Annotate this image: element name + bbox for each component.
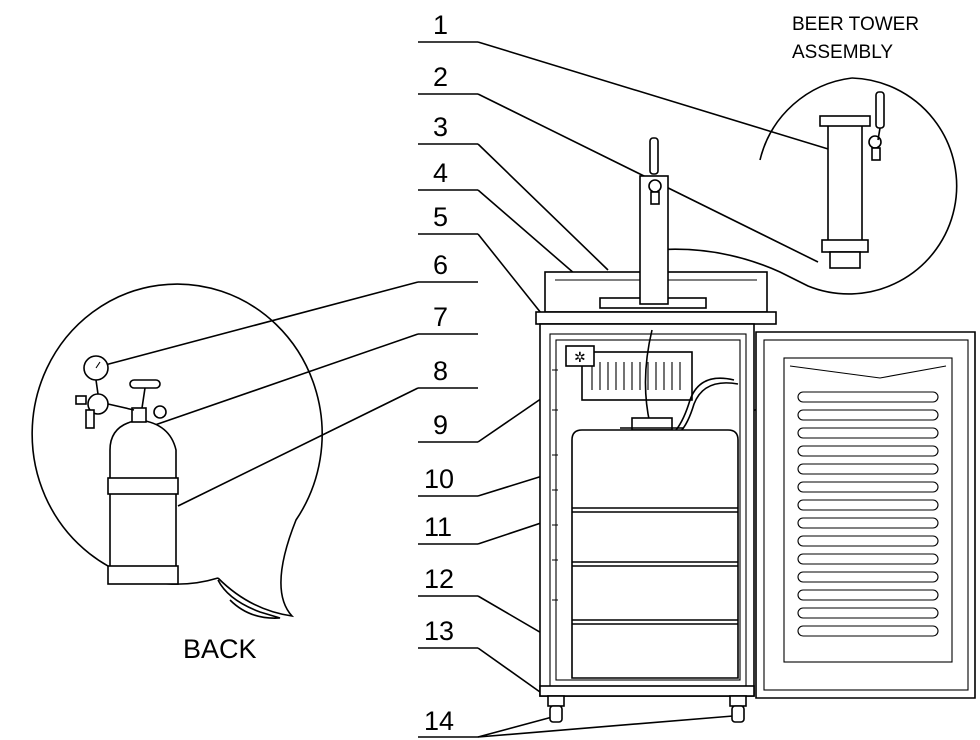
tower-faucet-body: [868, 135, 882, 149]
door-gasket: [763, 339, 969, 691]
keg: [571, 429, 739, 679]
caster-mount-left: [547, 695, 565, 707]
leader-5: [477, 233, 546, 319]
tank-valve: [131, 407, 147, 423]
shelf-pegs: [552, 369, 558, 601]
callout-11: 11: [424, 512, 452, 542]
cabinet-liner: [555, 339, 741, 681]
caster-wheel-right: [731, 705, 745, 723]
gas-line-hose-2: [679, 382, 739, 433]
caption-beer-tower: BEER TOWER: [792, 14, 919, 35]
worktop: [535, 311, 777, 325]
gauge-stem: [95, 379, 99, 395]
leader-14b: [477, 715, 734, 738]
leader-13: [477, 647, 541, 693]
co2-tank-icon: [109, 419, 177, 583]
regulator-outlet: [85, 409, 95, 429]
evaporator-coil: [581, 351, 693, 401]
bubble-tail: [217, 579, 281, 619]
leader-3: [477, 143, 609, 271]
callout-10: 10: [424, 464, 454, 494]
beer-line-hose: [644, 329, 653, 425]
leader-14a: [477, 715, 557, 738]
tank-band-bottom: [107, 565, 179, 585]
callout-4: 4: [433, 158, 448, 188]
caster-mount-right: [729, 695, 747, 707]
callout-5: 5: [433, 202, 448, 232]
callout-7: 7: [433, 302, 448, 332]
door-liner: [783, 357, 953, 663]
main-spout: [650, 191, 660, 205]
thermostat: [565, 345, 595, 367]
door-top-ridge: [789, 365, 947, 379]
callout-13: 13: [424, 616, 454, 646]
caster-wheel-icon: [549, 705, 563, 723]
door-ribs: [797, 391, 939, 637]
regulator-pipe: [107, 403, 135, 411]
tap-handle-icon: [875, 91, 885, 129]
tower-bubble-outline: [654, 77, 958, 295]
callout-6: 6: [433, 250, 448, 280]
leader-1: [477, 41, 839, 153]
kegerator-cabinet: ✲: [535, 137, 777, 723]
callout-1: 1: [433, 10, 448, 40]
co2-bubble-outline: [31, 283, 323, 618]
tower-base: [829, 251, 861, 269]
tank-fitting: [153, 405, 167, 419]
callout-labels: 1 2 3 4 5 6 7 8 9 10 11 12 13 14: [418, 10, 478, 738]
leader-8: [177, 387, 419, 507]
callout-2: 2: [433, 62, 448, 92]
tower-spout: [871, 147, 881, 161]
regulator-relief: [75, 395, 87, 405]
tower-column: [827, 121, 863, 245]
tower-flange: [821, 239, 869, 253]
callout-12: 12: [424, 564, 454, 594]
cabinet-base: [539, 685, 755, 697]
callout-3: 3: [433, 112, 448, 142]
tower-top-cap: [819, 115, 871, 127]
callout-9: 9: [433, 410, 448, 440]
tank-handwheel: [129, 379, 161, 389]
coil-fins: [591, 362, 681, 390]
leader-7: [151, 333, 419, 427]
gas-line-hose: [675, 377, 735, 431]
callout-14: 14: [424, 706, 454, 736]
main-faucet: [648, 179, 662, 193]
caption-assembly: ASSEMBLY: [792, 42, 893, 63]
tap-stem: [877, 127, 881, 141]
gauge-needle: [95, 361, 101, 369]
callout-8: 8: [433, 356, 448, 386]
open-door: [755, 331, 976, 699]
caption-back: BACK: [183, 634, 257, 664]
thermostat-star-icon: ✲: [574, 349, 586, 365]
door-panel: [755, 331, 976, 699]
co2-detail-bubble: [31, 283, 323, 619]
tank-band-top: [107, 477, 179, 495]
main-tap-handle: [649, 137, 659, 175]
leader-6: [104, 281, 419, 366]
handwheel-stem: [141, 387, 146, 409]
tower-detail-bubble: [654, 77, 958, 295]
tower-bubble-arc: [759, 77, 853, 161]
